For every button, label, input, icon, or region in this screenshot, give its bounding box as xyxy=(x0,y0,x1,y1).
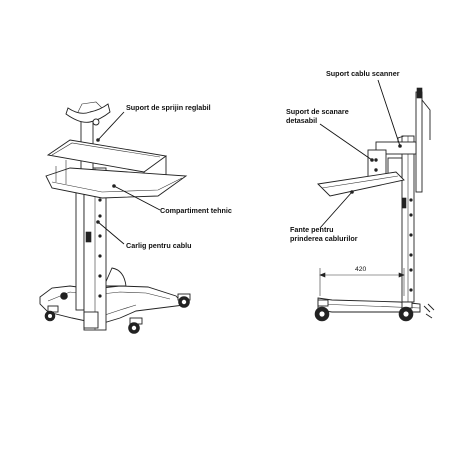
label-cable-slots-line2: prinderea cablurilor xyxy=(290,234,358,243)
leader-scanner-cable-support xyxy=(377,79,401,147)
dim-arrow-right xyxy=(398,272,405,278)
label-cable-slots-line1: Fante pentru xyxy=(290,225,334,234)
upper-tray-lip xyxy=(51,142,161,158)
holder-screw xyxy=(374,168,378,172)
label-adjustable-support: Suport de sprijin reglabil xyxy=(126,103,211,112)
cable-hook-part xyxy=(85,231,92,243)
leader-dot xyxy=(370,158,374,162)
label-detachable-scanner-line1: Suport de scanare xyxy=(286,107,349,116)
label-detachable-scanner-line2: detasabil xyxy=(286,116,317,125)
width-dimension xyxy=(319,268,405,296)
column-hole xyxy=(409,198,413,202)
left-wheel-front-left xyxy=(44,305,59,322)
right-wheel-back xyxy=(398,301,414,322)
leader-dot xyxy=(96,138,100,142)
left-wheel-front-right xyxy=(128,317,143,334)
left-cart-drawing xyxy=(39,101,191,334)
column-foot xyxy=(83,311,99,329)
saddle-knob xyxy=(92,118,100,126)
left-wheel-back-left xyxy=(60,292,68,300)
column-hole xyxy=(409,253,413,257)
dim-arrow-left xyxy=(319,272,326,278)
column-hole xyxy=(98,294,102,298)
right-plug xyxy=(423,303,435,319)
label-cable-hook: Carlig pentru cablu xyxy=(126,241,192,250)
leader-cable-slots xyxy=(319,191,353,229)
right-tray xyxy=(317,171,405,197)
scanner-cable-support-part xyxy=(421,99,431,140)
column-hole xyxy=(409,233,413,237)
saddle-edge xyxy=(77,101,103,113)
mast-cap xyxy=(416,87,423,99)
column-hole xyxy=(409,213,413,217)
column-hole xyxy=(409,288,413,292)
left-wheel-back-right xyxy=(177,293,191,308)
label-scanner-cable-support: Suport cablu scanner xyxy=(326,69,400,78)
column-hole xyxy=(98,254,102,258)
dimension-width-value: 420 xyxy=(355,266,367,273)
right-cart-drawing xyxy=(314,87,435,322)
label-tech-compartment: Compartiment tehnic xyxy=(160,206,232,215)
holder-screw xyxy=(374,158,378,162)
column-hole xyxy=(98,214,102,218)
leader-dot xyxy=(112,184,116,188)
right-leaders xyxy=(319,79,402,229)
adjustable-support-saddle xyxy=(65,103,111,123)
leader-dot xyxy=(350,190,354,194)
column-hole xyxy=(98,274,102,278)
leader-cable-hook xyxy=(97,221,125,245)
column-hole xyxy=(409,268,413,272)
right-wheel-front xyxy=(314,299,330,322)
cart-base xyxy=(39,285,185,325)
leader-dot xyxy=(96,220,100,224)
left-column xyxy=(75,181,85,311)
right-tray-edge xyxy=(321,175,399,189)
leader-detachable-scanner xyxy=(319,123,373,161)
column-hole xyxy=(98,198,102,202)
lower-shelf xyxy=(45,167,188,199)
cable-slot xyxy=(401,197,407,209)
left-leaders xyxy=(96,111,161,245)
column-hole xyxy=(98,234,102,238)
leader-tech-compartment xyxy=(113,185,161,211)
lower-shelf-edge xyxy=(51,177,183,193)
leader-dot xyxy=(398,144,402,148)
leader-adjustable-support xyxy=(97,111,125,141)
base-foot-bracket xyxy=(103,267,127,287)
monitor-mast xyxy=(415,91,423,193)
shelf-rods xyxy=(55,160,67,184)
